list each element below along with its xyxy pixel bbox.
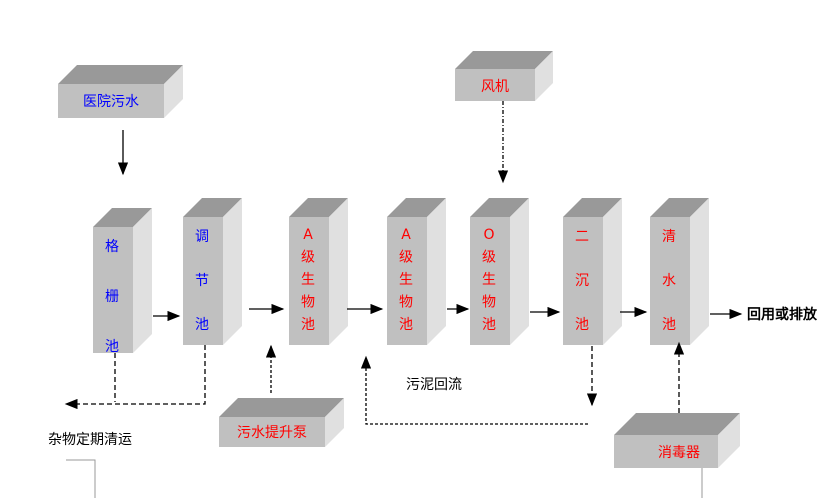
tank-3-char: 生 — [301, 272, 315, 288]
tank-6-char: 池 — [575, 317, 589, 333]
dashed-debris-removal — [64, 345, 206, 410]
tank-3-char: A — [303, 227, 313, 243]
tank-4-side — [427, 198, 446, 345]
pump-label: 污水提升泵 — [237, 425, 307, 441]
tank-4-char: A — [401, 227, 411, 243]
blower-box-side — [535, 51, 553, 101]
tank-1-char: 格 — [105, 239, 119, 255]
tank-4-top — [387, 198, 446, 217]
tank-5-side — [510, 198, 529, 345]
dashed-sludge-return — [360, 355, 588, 425]
tank-1-side — [133, 208, 152, 353]
tank-3-char: 级 — [301, 250, 315, 266]
tank-4-char: 池 — [399, 317, 413, 333]
disinfector-box-top — [614, 413, 740, 435]
tank-6-char: 沉 — [575, 273, 589, 289]
pump-box-side — [325, 398, 344, 447]
disinfector-box-side — [718, 413, 740, 468]
tank-1-front — [93, 227, 133, 353]
corner-mark — [66, 459, 96, 498]
pump-box-top — [219, 398, 344, 417]
tank-6-front — [563, 217, 603, 345]
blower-box: 风机 — [455, 51, 553, 101]
debris-label: 杂物定期清运 — [48, 432, 132, 448]
tank-3-char: 池 — [301, 317, 315, 333]
tank-3-char: 物 — [301, 295, 315, 311]
tank-2-char: 池 — [195, 317, 209, 333]
tank-2: 调节池 — [183, 198, 242, 345]
blower-label: 风机 — [481, 79, 509, 95]
disinfector-box-front — [614, 435, 718, 468]
tank-7-char: 池 — [662, 317, 676, 333]
tank-7: 清水池 — [650, 198, 709, 345]
tank-3-top — [289, 198, 348, 217]
tank-5-char: O — [483, 227, 494, 243]
tank-5-char: 池 — [482, 317, 496, 333]
output-label: 回用或排放 — [747, 306, 818, 323]
tank-1-top — [93, 208, 152, 227]
tank-7-char: 清 — [662, 229, 676, 245]
tank-2-side — [223, 198, 242, 345]
source-box-front — [58, 84, 164, 118]
tank-2-front — [183, 217, 223, 345]
tank-5-front — [470, 217, 510, 345]
tank-3-front — [289, 217, 329, 345]
tank-4-front — [387, 217, 427, 345]
pump-box: 污水提升泵 — [219, 398, 344, 447]
tank-6-char: 二 — [575, 229, 589, 245]
tank-5-char: 物 — [482, 295, 496, 311]
source-box: 医院污水 — [58, 65, 183, 118]
tank-7-side — [690, 198, 709, 345]
tank-6: 二沉池 — [563, 198, 622, 345]
tank-2-top — [183, 198, 242, 217]
tank-7-char: 水 — [662, 273, 676, 289]
tank-5-char: 级 — [482, 250, 496, 266]
tank-6-top — [563, 198, 622, 217]
pump-box-front — [219, 417, 325, 447]
disinfector-label: 消毒器 — [658, 445, 700, 461]
source-label: 医院污水 — [83, 94, 139, 110]
tank-7-top — [650, 198, 709, 217]
source-box-top — [58, 65, 183, 84]
tank-4-char: 生 — [399, 272, 413, 288]
source-box-side — [164, 65, 183, 118]
tank-5-top — [470, 198, 529, 217]
tank-4-char: 级 — [399, 250, 413, 266]
tank-7-front — [650, 217, 690, 345]
tank-3-side — [329, 198, 348, 345]
sludge-return-label: 污泥回流 — [406, 377, 462, 393]
blower-box-front — [455, 69, 535, 101]
tank-1: 格栅池 — [93, 208, 152, 355]
blower-box-top — [455, 51, 553, 69]
tank-5-char: 生 — [482, 272, 496, 288]
tank-1-char: 栅 — [105, 289, 119, 305]
disinfector-box: 消毒器 — [614, 413, 740, 468]
tank-2-char: 节 — [195, 273, 209, 289]
tank-4-char: 物 — [399, 295, 413, 311]
tank-2-char: 调 — [195, 229, 209, 245]
tank-1-char: 池 — [105, 339, 119, 355]
tank-6-side — [603, 198, 622, 345]
